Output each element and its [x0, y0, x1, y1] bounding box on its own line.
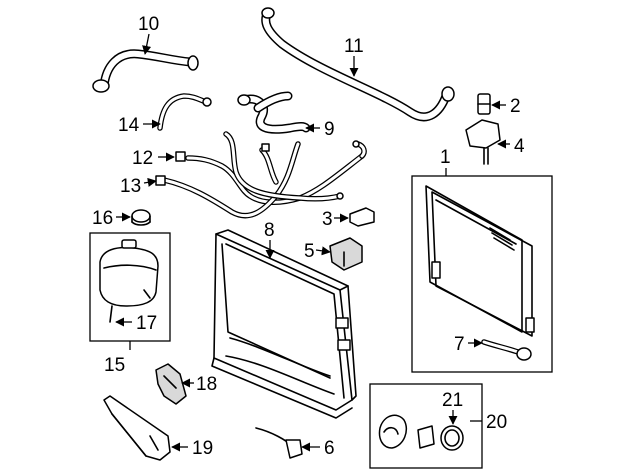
callout-19: 19 — [192, 438, 213, 459]
long-hose-part-11 — [261, 7, 455, 122]
fitting-part-18 — [155, 363, 187, 405]
callout-6: 6 — [324, 438, 335, 459]
callout-1: 1 — [440, 147, 451, 168]
duct-part-19 — [103, 395, 171, 461]
cap-part-16 — [131, 209, 151, 226]
callout-17: 17 — [136, 313, 157, 334]
callout-2: 2 — [510, 96, 521, 117]
callout-18: 18 — [196, 374, 217, 395]
callout-10: 10 — [138, 14, 159, 35]
small-hose-part-14 — [157, 93, 212, 131]
upper-hose-part-10 — [92, 49, 199, 93]
fitting-part-2 — [477, 93, 491, 115]
drain-plug-part-7 — [481, 339, 532, 361]
hose-assembly-part-9 — [237, 91, 311, 134]
heater-pipes-part-12-13 — [155, 131, 367, 219]
reservoir-box-part-15 — [89, 232, 171, 342]
callout-12: 12 — [132, 148, 153, 169]
callout-8: 8 — [264, 220, 275, 241]
bracket-part-5 — [329, 237, 363, 271]
bracket-part-6 — [255, 427, 303, 459]
callout-20: 20 — [486, 412, 507, 433]
callout-15: 15 — [104, 355, 125, 376]
callout-7: 7 — [454, 334, 465, 355]
callouts: 10 11 2 14 9 4 1 12 13 16 3 8 5 — [92, 14, 525, 459]
radiator-box-part-1 — [411, 175, 553, 373]
callout-4: 4 — [514, 136, 525, 157]
support-frame-part-8 — [211, 229, 357, 419]
clip-part-3 — [349, 207, 375, 227]
callout-3: 3 — [322, 209, 333, 230]
callout-14: 14 — [118, 115, 140, 136]
callout-11: 11 — [344, 36, 364, 57]
callout-13: 13 — [120, 176, 141, 197]
callout-9: 9 — [324, 119, 335, 140]
sensor-part-4 — [465, 119, 501, 165]
callout-21: 21 — [442, 390, 463, 411]
callout-5: 5 — [304, 241, 315, 262]
thermostat-box-part-20 — [369, 383, 483, 469]
callout-16: 16 — [92, 208, 113, 229]
